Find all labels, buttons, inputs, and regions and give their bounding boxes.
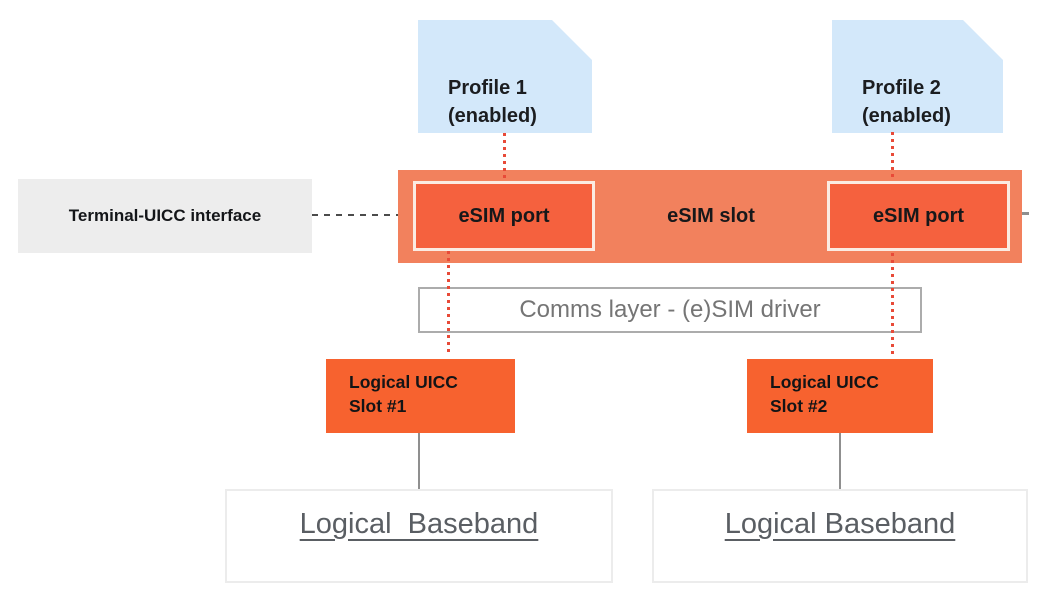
logical-uicc-slot-1: Logical UICC Slot #1	[326, 359, 515, 433]
profile-2-card: Profile 2 (enabled)	[832, 20, 1003, 133]
esim-port-2: eSIM port	[827, 181, 1010, 251]
logical-uicc-slot-2: Logical UICC Slot #2	[747, 359, 933, 433]
profile-2-name: Profile 2	[862, 77, 941, 99]
logical-uicc-slot-2-line1: Logical UICC	[770, 372, 879, 392]
comms-layer-box: Comms layer - (e)SIM driver	[418, 287, 922, 333]
terminal-uicc-interface-label: Terminal-UICC interface	[18, 179, 312, 253]
profile1-to-port1-dotted-connector	[503, 133, 506, 181]
esim-slot-text: eSIM slot	[667, 204, 755, 227]
terminal-interface-dashed-connector	[312, 214, 400, 216]
port2-to-uicc-slot2-dotted-connector	[891, 253, 894, 356]
uicc-slot1-to-baseband1-connector	[418, 433, 420, 489]
right-edge-dash-stub	[1022, 212, 1029, 215]
profile-1-status: (enabled)	[448, 105, 537, 127]
esim-slot-label: eSIM slot	[595, 181, 827, 251]
terminal-uicc-interface-text: Terminal-UICC interface	[68, 206, 262, 225]
port1-to-uicc-slot1-dotted-connector	[447, 251, 450, 356]
logical-uicc-slot-1-line1: Logical UICC	[349, 372, 458, 392]
esim-port-1-label: eSIM port	[458, 204, 550, 227]
comms-layer-label: Comms layer - (e)SIM driver	[519, 296, 821, 323]
logical-uicc-slot-2-line2: Slot #2	[770, 396, 828, 416]
profile-2-status: (enabled)	[862, 105, 951, 127]
uicc-slot2-to-baseband2-connector	[839, 432, 841, 489]
logical-baseband-2-label: Logical Baseband	[724, 507, 956, 540]
profile-1-name: Profile 1	[448, 77, 527, 99]
logical-baseband-1: Logical Baseband	[225, 489, 613, 583]
logical-baseband-1-label: Logical Baseband	[299, 507, 539, 540]
profile-1-card: Profile 1 (enabled)	[418, 20, 592, 133]
logical-baseband-2: Logical Baseband	[652, 489, 1028, 583]
logical-uicc-slot-1-line2: Slot #1	[349, 396, 407, 416]
esim-port-1: eSIM port	[413, 181, 595, 251]
esim-port-2-label: eSIM port	[872, 204, 965, 227]
profile2-to-port2-dotted-connector	[891, 132, 894, 181]
